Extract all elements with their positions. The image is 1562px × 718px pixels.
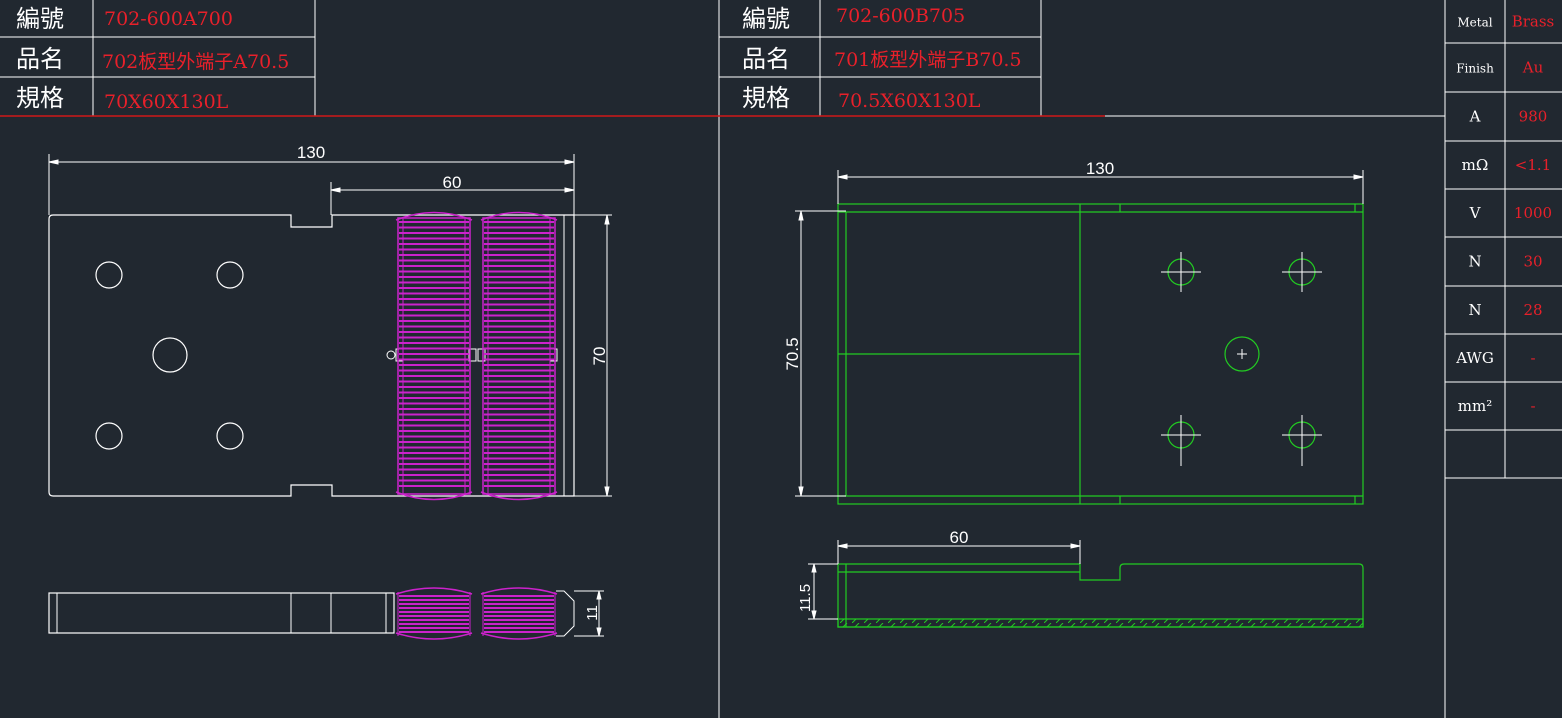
mount-hole [95,422,123,450]
left-spec-value: 70X60X130L [104,91,229,113]
mount-hole [216,422,244,450]
right-name-label: 品名 [742,45,790,73]
right-side-view [837,563,1364,628]
spec-label: Finish [1456,62,1494,76]
left-top-view [48,211,575,501]
left-dim-contact: 60 [443,173,462,192]
right-code-label: 編號 [742,5,790,33]
spec-label: mΩ [1462,156,1489,174]
left-dim-length: 130 [297,143,325,162]
left-dim-height: 70 [590,347,609,366]
right-dim-thickness: 11.5 [797,584,814,612]
spec-value: - [1530,349,1535,367]
center-hole [152,337,188,373]
spec-value: 980 [1519,108,1548,126]
right-top-view [837,203,1364,505]
spec-value: Au [1522,59,1544,77]
left-plate-outline [48,214,575,497]
right-dim-step: 60 [950,528,969,547]
right-spec-label: 規格 [742,84,790,112]
left-spec-label: 規格 [16,84,64,112]
right-code-value: 702-600B705 [836,5,965,27]
right-dim-length: 130 [1086,159,1114,178]
left-name-value: 702板型外端子A70.5 [102,51,289,73]
contact-fingers-top [395,211,558,501]
spec-value: 30 [1523,253,1542,271]
spec-label: mm² [1458,397,1492,415]
mount-hole [95,261,123,289]
spec-label: V [1469,204,1482,222]
left-code-label: 編號 [16,5,64,33]
left-dimension-lines [48,154,612,497]
left-name-label: 品名 [16,45,64,73]
right-spec-value: 70.5X60X130L [838,90,981,112]
left-code-value: 702-600A700 [104,8,233,30]
mount-hole [216,261,244,289]
spec-label: N [1468,253,1481,271]
left-side-view [48,587,575,640]
center-hole [1224,336,1260,372]
contact-fingers-side [395,587,558,640]
spec-value: <1.1 [1515,156,1551,174]
spec-label: A [1469,108,1481,126]
spec-label: AWG [1455,349,1494,367]
spec-label: Metal [1457,16,1492,30]
spec-label: N [1468,301,1481,319]
spec-value: 1000 [1514,204,1552,222]
spec-value: - [1530,397,1535,415]
spec-value: Brass [1512,13,1555,31]
right-name-value: 701板型外端子B70.5 [834,49,1022,71]
spec-value: 28 [1523,301,1542,319]
left-dim-thickness: 11 [584,605,601,621]
right-dim-height: 70.5 [783,337,802,370]
